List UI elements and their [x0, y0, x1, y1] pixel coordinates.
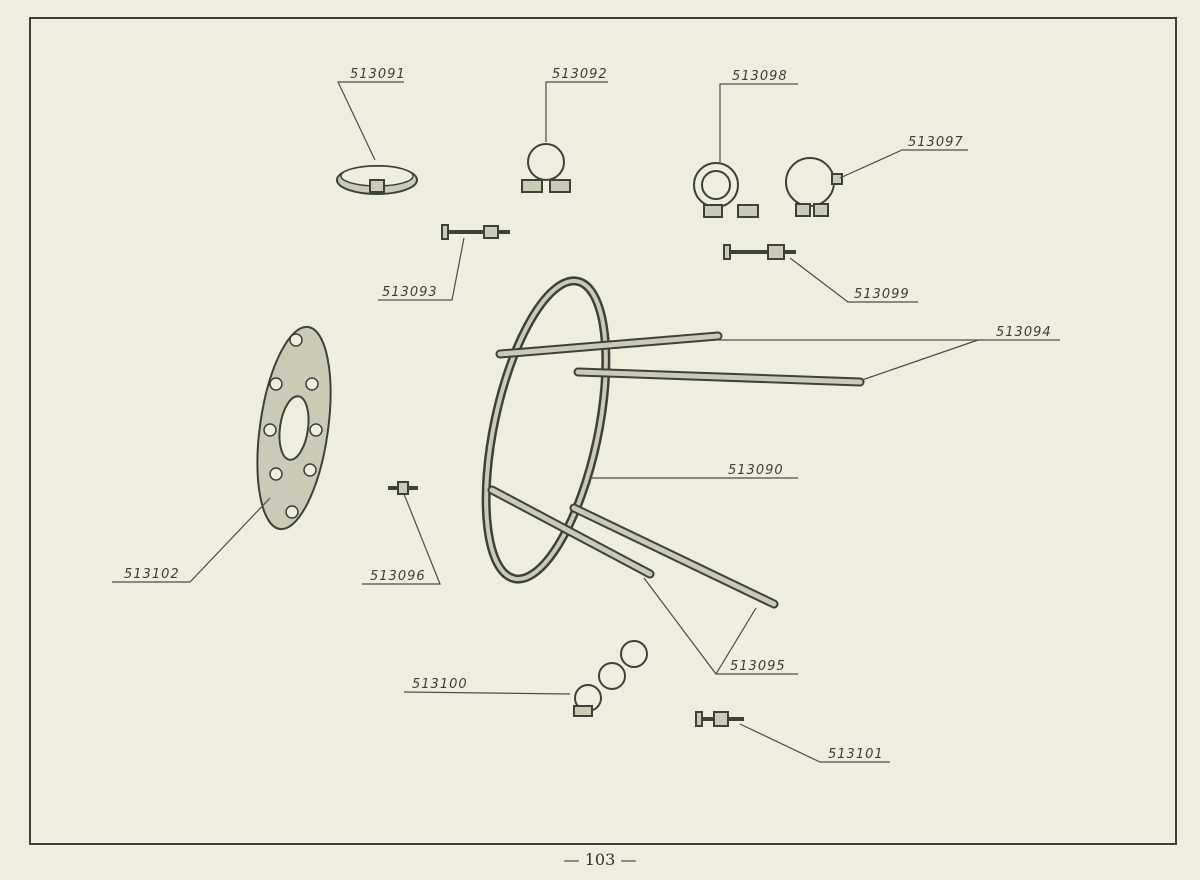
upper-rods-513094	[495, 331, 865, 387]
leader-513092	[545, 81, 608, 142]
label-513090: 513090	[728, 463, 784, 478]
ring-clip-513097	[785, 157, 843, 217]
triple-clamp-513100	[573, 640, 648, 717]
hoop-frame-513090	[481, 276, 611, 584]
label-513095: 513095	[730, 659, 786, 674]
label-513098: 513098	[732, 69, 788, 84]
leader-513099	[789, 257, 918, 303]
bolt-513099	[723, 244, 796, 260]
page-frame	[29, 17, 1177, 845]
leader-513095-b	[715, 607, 757, 675]
label-513097: 513097	[908, 135, 964, 150]
leader-513098	[719, 83, 798, 162]
label-513102: 513102	[124, 567, 180, 582]
page-number: — 103 —	[563, 850, 637, 869]
small-bolt-513096	[388, 481, 418, 495]
bolt-513093	[441, 224, 510, 240]
leader-513093	[378, 237, 465, 301]
label-513093: 513093	[382, 285, 438, 300]
leader-513101	[739, 723, 890, 763]
perforated-disc-513102	[256, 325, 332, 531]
clip-513092	[521, 143, 571, 193]
bolt-513101	[695, 711, 744, 727]
leader-513102	[112, 497, 271, 583]
leader-513100	[403, 691, 571, 695]
label-513091: 513091	[350, 67, 406, 82]
label-513100: 513100	[412, 677, 468, 692]
double-clip-513098	[693, 162, 759, 218]
leader-513097	[839, 149, 968, 179]
leader-513094-b	[861, 339, 979, 381]
band-clamp-513091	[336, 165, 418, 195]
label-513096: 513096	[370, 569, 426, 584]
label-513101: 513101	[828, 747, 884, 762]
label-513094: 513094	[996, 325, 1052, 340]
lower-rods-513095	[487, 485, 779, 609]
label-513092: 513092	[552, 67, 608, 82]
leader-513091	[337, 81, 404, 161]
label-513099: 513099	[854, 287, 910, 302]
leader-513096	[362, 493, 441, 585]
